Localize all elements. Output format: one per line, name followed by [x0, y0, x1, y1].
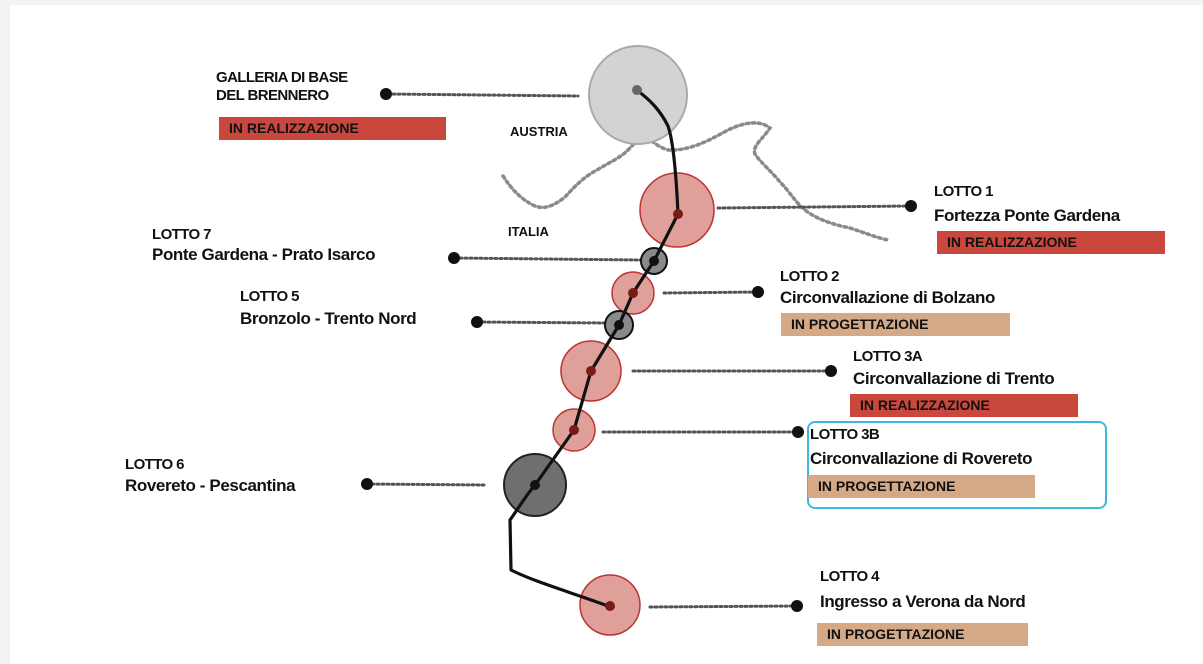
lotto5-dot [614, 320, 624, 330]
lotto1-leader-dot [905, 200, 917, 212]
lotto6-title: LOTTO 6 [125, 456, 184, 473]
lotto6-leader-dot [361, 478, 373, 490]
lotto1-name: Fortezza Ponte Gardena [934, 206, 1120, 225]
lotto3b-status-badge: IN PROGETTAZIONE [808, 475, 1035, 498]
lotto2-name: Circonvallazione di Bolzano [780, 288, 995, 307]
leader-lotto5 [476, 320, 608, 325]
lotto5-name: Bronzolo - Trento Nord [240, 309, 417, 328]
lotto4-leader-dot [791, 600, 803, 612]
leader-galleria [386, 92, 580, 98]
leader-lotto6 [365, 482, 488, 487]
lotto3a-status-badge: IN REALIZZAZIONE [850, 394, 1078, 417]
galleria-dot [632, 85, 642, 95]
lotto4-dot [605, 601, 615, 611]
leader-lotto4 [648, 604, 799, 609]
lotto1-status-badge: IN REALIZZAZIONE [937, 231, 1165, 254]
lotto6-name: Rovereto - Pescantina [125, 476, 296, 495]
lotto3a-dot [586, 366, 596, 376]
lotto2-leader-dot [752, 286, 764, 298]
galleria-title-line2: DEL BRENNERO [216, 87, 329, 104]
lotto1-dot [673, 209, 683, 219]
leader-lotto1 [716, 204, 912, 210]
lotto4-title: LOTTO 4 [820, 568, 879, 585]
lotto1-title: LOTTO 1 [934, 183, 993, 200]
galleria-title-line1: GALLERIA DI BASE [216, 69, 348, 86]
lotto3b-dot [569, 425, 579, 435]
lotto3b-title: LOTTO 3B [810, 426, 880, 443]
galleria-status-badge: IN REALIZZAZIONE [219, 117, 446, 140]
lotto2-dot [628, 288, 638, 298]
lotto7-name: Ponte Gardena - Prato Isarco [152, 245, 376, 264]
lotto7-leader-dot [448, 252, 460, 264]
galleria-circle [588, 45, 688, 145]
lotto4-status-badge: IN PROGETTAZIONE [817, 623, 1028, 646]
lotto6-dot [530, 480, 540, 490]
leader-lotto7 [453, 256, 642, 262]
lotto3a-leader-dot [825, 365, 837, 377]
lotto5-leader-dot [471, 316, 483, 328]
lotto2-status-badge: IN PROGETTAZIONE [781, 313, 1010, 336]
lotto3a-name: Circonvallazione di Trento [853, 369, 1055, 388]
lotto2-title: LOTTO 2 [780, 268, 839, 285]
lotto5-title: LOTTO 5 [240, 288, 299, 305]
lotto3b-highlight [807, 421, 1107, 509]
country-label-austria: AUSTRIA [510, 124, 568, 139]
lotto3b-name: Circonvallazione di Rovereto [810, 449, 1033, 468]
galleria-leader-dot [380, 88, 392, 100]
leader-lotto2 [662, 290, 759, 295]
lotto4-name: Ingresso a Verona da Nord [820, 592, 1026, 611]
lotto7-dot [649, 256, 659, 266]
lotto3b-leader-dot [792, 426, 804, 438]
lotto3a-title: LOTTO 3A [853, 348, 923, 365]
country-label-italia: ITALIA [508, 224, 549, 239]
lotto7-title: LOTTO 7 [152, 226, 211, 243]
